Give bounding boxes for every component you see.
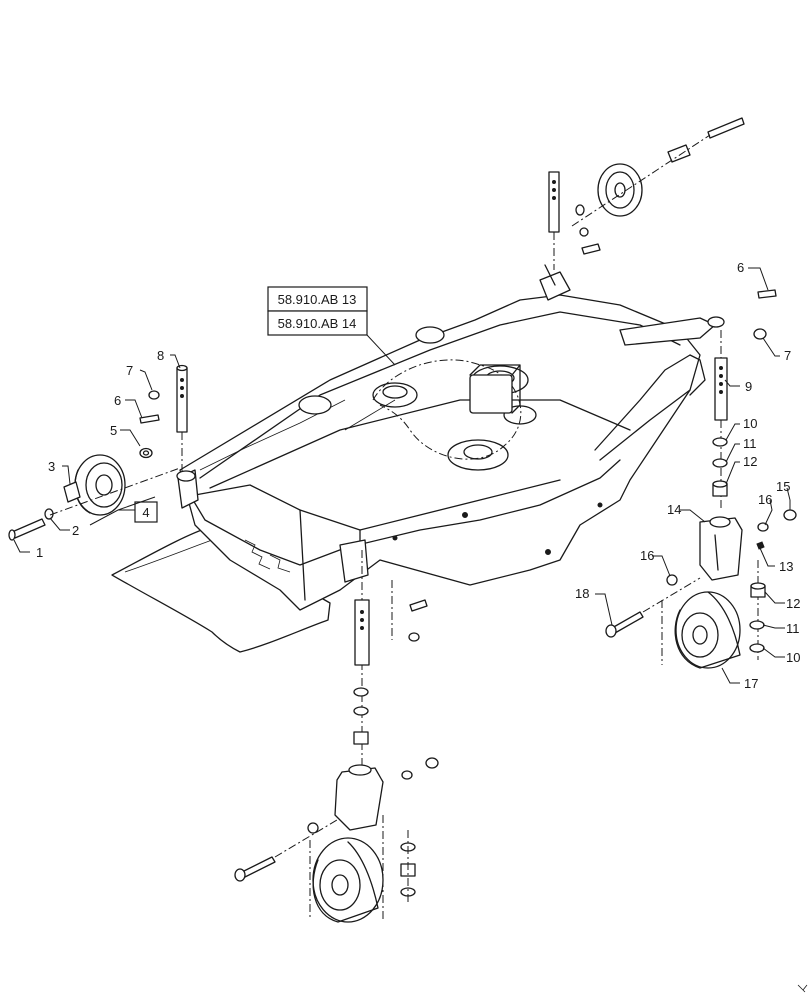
callout-12-upper[interactable]: 12 bbox=[743, 454, 757, 469]
right-caster-assembly bbox=[605, 289, 797, 669]
callout-7-right[interactable]: 7 bbox=[784, 348, 791, 363]
callout-10-lower[interactable]: 10 bbox=[786, 650, 800, 665]
reference-label-1: 58.910.AB 13 bbox=[278, 292, 357, 307]
callout-6-right[interactable]: 6 bbox=[737, 260, 744, 275]
mower-deck bbox=[111, 264, 725, 653]
assembly-callout-label: 4 bbox=[142, 505, 149, 520]
reference-label-2: 58.910.AB 14 bbox=[278, 316, 357, 331]
assembly-callout-box[interactable] bbox=[134, 501, 158, 523]
front-center-caster-assembly bbox=[234, 550, 439, 923]
callout-13[interactable]: 13 bbox=[779, 559, 793, 574]
callout-6[interactable]: 6 bbox=[114, 393, 121, 408]
callout-1[interactable]: 1 bbox=[36, 545, 43, 560]
reference-leader bbox=[366, 334, 396, 366]
callout-17[interactable]: 17 bbox=[744, 676, 758, 691]
callout-3[interactable]: 3 bbox=[48, 459, 55, 474]
reference-box-2[interactable]: 58.910.AB 14 bbox=[267, 310, 368, 336]
callout-leaders bbox=[13, 267, 791, 684]
reference-box-1[interactable]: 58.910.AB 13 bbox=[267, 286, 368, 312]
callout-11-lower[interactable]: 11 bbox=[786, 621, 800, 636]
callout-labels: 1 2 3 5 6 7 8 6 7 9 10 11 12 14 16 15 13… bbox=[36, 260, 800, 691]
assembly-bracket bbox=[89, 496, 156, 526]
callout-8[interactable]: 8 bbox=[157, 348, 164, 363]
callout-7[interactable]: 7 bbox=[126, 363, 133, 378]
rear-caster-assembly bbox=[548, 117, 745, 270]
callout-15[interactable]: 15 bbox=[776, 479, 790, 494]
corner-mark bbox=[797, 984, 808, 993]
left-caster-assembly bbox=[8, 364, 188, 541]
callout-5[interactable]: 5 bbox=[110, 423, 117, 438]
callout-10-upper[interactable]: 10 bbox=[743, 416, 757, 431]
callout-16-upper[interactable]: 16 bbox=[758, 492, 772, 507]
callout-16-lower[interactable]: 16 bbox=[640, 548, 654, 563]
callout-12-lower[interactable]: 12 bbox=[786, 596, 800, 611]
callout-11-upper[interactable]: 11 bbox=[743, 436, 757, 451]
callout-9[interactable]: 9 bbox=[745, 379, 752, 394]
callout-2[interactable]: 2 bbox=[72, 523, 79, 538]
callout-18[interactable]: 18 bbox=[575, 586, 589, 601]
callout-14[interactable]: 14 bbox=[667, 502, 681, 517]
